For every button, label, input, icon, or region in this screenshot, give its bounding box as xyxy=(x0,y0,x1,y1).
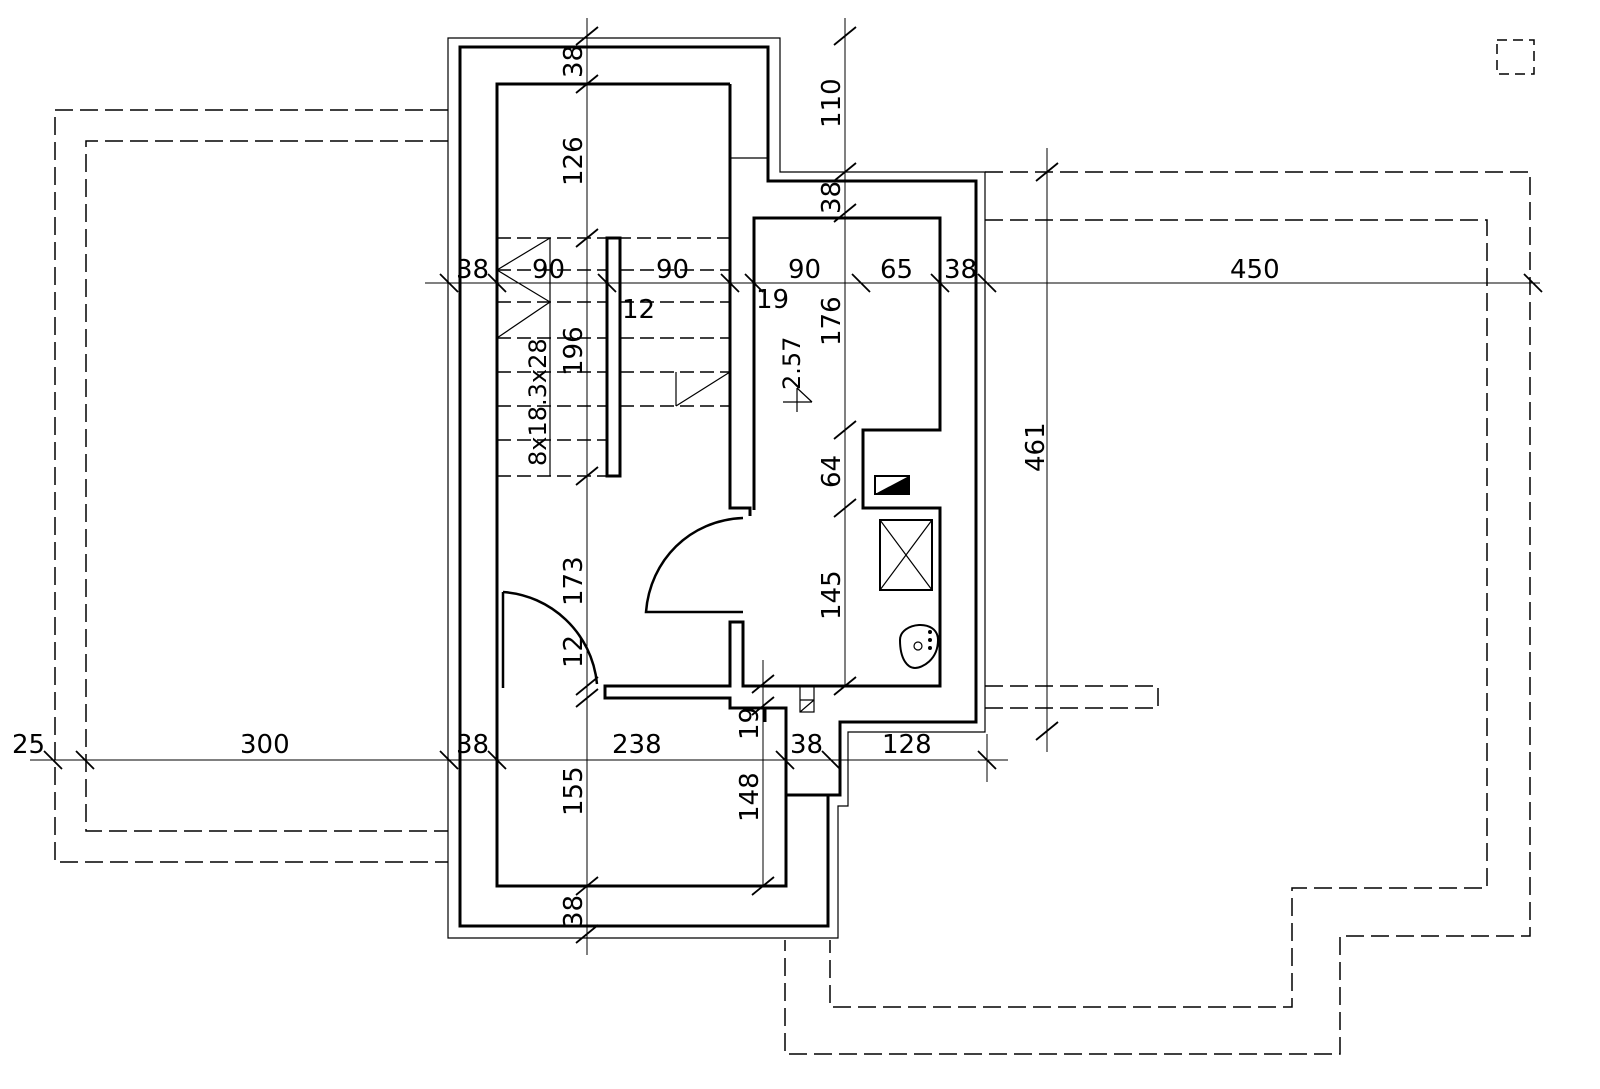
dim-38-bottom: 38 xyxy=(559,895,589,928)
level-value: 2.57 xyxy=(778,337,806,390)
dim-38-mid: 38 xyxy=(817,181,847,214)
dim-64: 64 xyxy=(817,455,847,488)
roof-outline-left xyxy=(54,109,448,863)
dim-461: 461 xyxy=(1021,422,1051,472)
level-marker-icon xyxy=(783,387,813,412)
sink-icon xyxy=(898,624,940,670)
dim-145: 145 xyxy=(817,570,847,620)
vent-box-icon xyxy=(799,685,815,713)
staircase xyxy=(496,237,731,477)
dim-90-b: 90 xyxy=(656,255,689,285)
dim-148: 148 xyxy=(735,772,765,822)
dim-65: 65 xyxy=(880,255,913,285)
dim-110: 110 xyxy=(817,78,847,128)
dim-12-bottom: 12 xyxy=(559,635,589,668)
dim-126: 126 xyxy=(559,136,589,186)
stair-spec: 8x18.3x28 xyxy=(524,338,552,466)
dim-128: 128 xyxy=(882,730,932,760)
dim-196: 196 xyxy=(559,326,589,376)
outer-outline xyxy=(447,37,986,939)
dimension-ticks xyxy=(43,26,1543,944)
dim-450: 450 xyxy=(1230,255,1280,285)
dimension-lines xyxy=(30,18,1540,955)
dim-173: 173 xyxy=(559,556,589,606)
interior-walls xyxy=(495,82,942,888)
dim-38-top: 38 xyxy=(559,45,589,78)
dim-25: 25 xyxy=(12,730,45,760)
dim-38-left: 38 xyxy=(456,255,489,285)
shower-icon xyxy=(879,519,933,591)
dim-19-bottom: 19 xyxy=(735,707,765,740)
dim-90-a: 90 xyxy=(532,255,565,285)
dim-90-c: 90 xyxy=(788,255,821,285)
door-swing-upper xyxy=(644,516,744,614)
dim-38-bottom-left: 38 xyxy=(456,730,489,760)
dim-155: 155 xyxy=(559,766,589,816)
boiler-icon xyxy=(874,475,910,495)
dim-19-top: 19 xyxy=(756,285,789,315)
corner-mark-icon xyxy=(1496,39,1535,75)
dim-38-bottom-mid: 38 xyxy=(790,730,823,760)
outer-wall xyxy=(458,45,978,928)
dim-38-right: 38 xyxy=(944,255,977,285)
door-swing-lower xyxy=(501,590,599,688)
roof-outline-right xyxy=(784,171,1531,1055)
dim-300: 300 xyxy=(240,730,290,760)
dim-238: 238 xyxy=(612,730,662,760)
dim-176: 176 xyxy=(817,296,847,346)
dim-12-top: 12 xyxy=(622,295,655,325)
